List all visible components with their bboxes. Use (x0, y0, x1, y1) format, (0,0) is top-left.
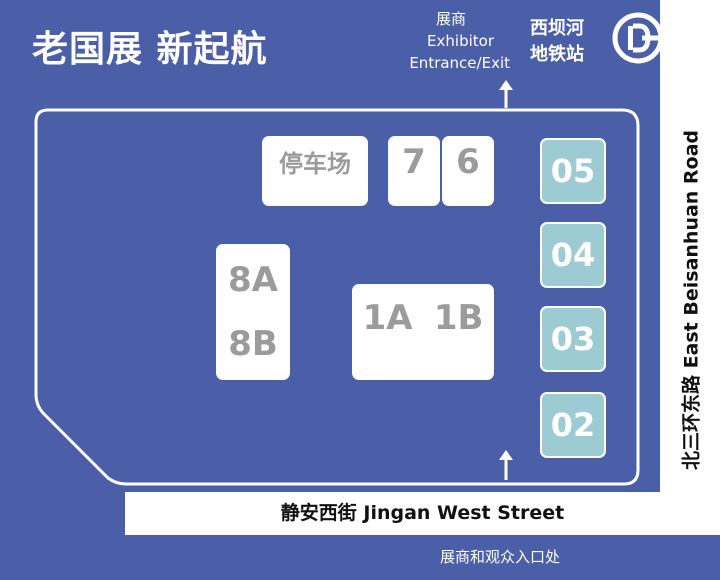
hall-04-label: 04 (550, 236, 596, 274)
hall-05-label: 05 (550, 152, 596, 190)
hall-8[interactable]: 8A 8B (216, 244, 290, 380)
south-entrance-arrow-icon (499, 450, 513, 480)
hall-02-label: 02 (550, 406, 596, 444)
hall-02[interactable]: 02 (540, 392, 606, 458)
hall-1a-label: 1A (362, 298, 413, 338)
hall-6[interactable]: 6 (442, 136, 494, 206)
hall-04[interactable]: 04 (540, 222, 606, 288)
metro-station-line2: 地铁站 (530, 44, 584, 65)
entrance-caption: 展商和观众入口处 (439, 548, 560, 566)
hall-1[interactable]: 1A 1B (352, 284, 494, 380)
exhibitor-entrance-line3: Entrance/Exit (409, 54, 510, 72)
hall-8b-label: 8B (228, 324, 278, 364)
metro-station-line1: 西坝河 (530, 18, 584, 39)
parking-lot-label: 停车场 (279, 150, 351, 178)
hall-03-label: 03 (550, 320, 596, 358)
metro-station-label: 西坝河 地铁站 (530, 16, 584, 68)
south-road-label: 静安西街 Jingan West Street (280, 502, 565, 524)
hall-7-label: 7 (402, 142, 426, 182)
hall-6-label: 6 (456, 142, 480, 182)
exhibitor-entrance-line2: Exhibitor (427, 32, 494, 50)
page-title: 老国展 新起航 (32, 29, 268, 70)
venue-boundary (34, 108, 640, 486)
hall-7[interactable]: 7 (388, 136, 440, 206)
south-road (125, 492, 720, 535)
parking-lot[interactable]: 停车场 (262, 136, 368, 206)
hall-03[interactable]: 03 (540, 306, 606, 372)
east-road-label: 北三环东路 East Beisanhuan Road (680, 129, 703, 471)
north-entrance-arrow-icon (499, 80, 513, 108)
exhibitor-entrance-label: 展商 Exhibitor Entrance/Exit (370, 8, 510, 74)
east-road (660, 0, 720, 535)
hall-05[interactable]: 05 (540, 138, 606, 204)
hall-1b-label: 1B (433, 298, 484, 338)
exhibitor-entrance-line1: 展商 (435, 10, 466, 28)
beijing-subway-logo-icon (612, 12, 664, 64)
hall-8a-label: 8A (228, 260, 278, 300)
